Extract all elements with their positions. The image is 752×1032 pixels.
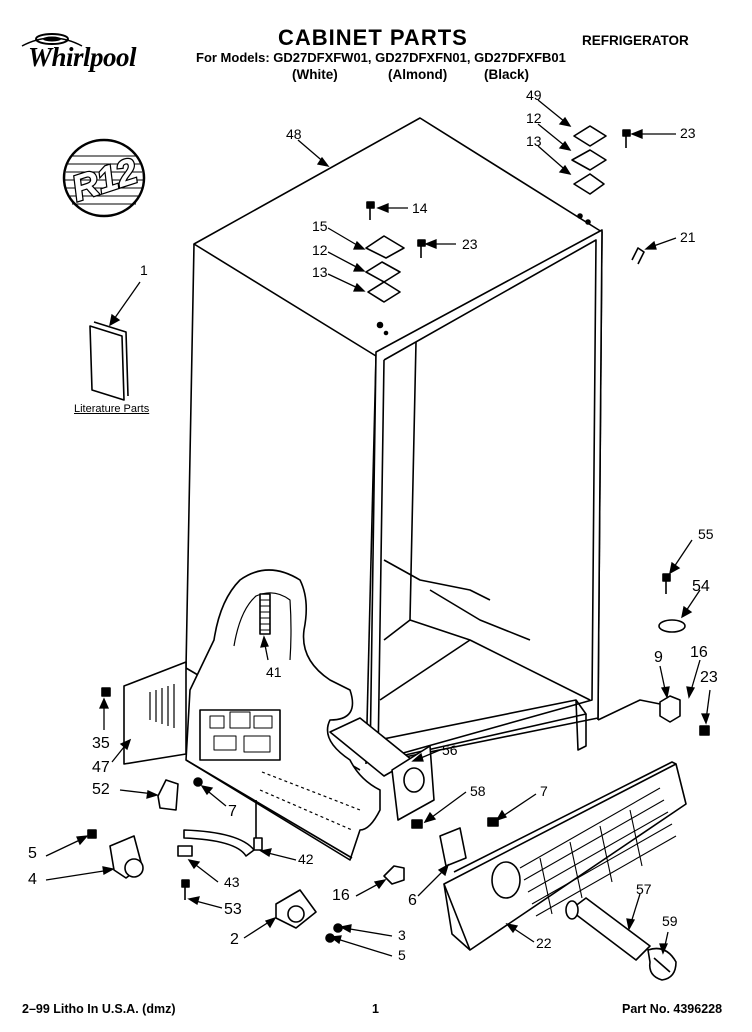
callout-6: 6 <box>408 892 417 909</box>
top-hinge-right <box>572 126 644 264</box>
product-category: REFRIGERATOR <box>582 33 689 48</box>
callout-16-right: 16 <box>690 644 708 661</box>
callout-leaders <box>46 100 710 956</box>
callout-43: 43 <box>224 874 240 890</box>
callout-13-top-right: 13 <box>526 133 542 149</box>
literature-parts-booklet <box>90 322 128 400</box>
clip-16-bottom <box>384 866 404 884</box>
machine-compartment-cutaway <box>186 570 380 860</box>
callout-53: 53 <box>224 901 242 918</box>
callout-21: 21 <box>680 229 696 245</box>
callout-48: 48 <box>286 126 302 142</box>
callout-1: 1 <box>140 262 148 278</box>
callout-57: 57 <box>636 881 652 897</box>
water-filter-housing <box>566 898 676 980</box>
leveling-leg-left <box>88 800 262 900</box>
callout-23-right: 23 <box>700 669 718 686</box>
rear-access-panel <box>102 662 186 764</box>
brand-name: Whirlpool <box>28 42 137 72</box>
cabinet-shell <box>186 118 660 770</box>
callout-58: 58 <box>470 783 486 799</box>
callout-23-top-left: 23 <box>462 236 478 252</box>
callout-54: 54 <box>692 578 710 595</box>
callout-5-left: 5 <box>28 845 37 862</box>
callout-52: 52 <box>92 781 110 798</box>
callout-5-bottom: 5 <box>398 947 406 963</box>
bracket-52 <box>158 778 202 810</box>
color-black: (Black) <box>484 67 530 82</box>
callout-7-right: 7 <box>540 783 548 799</box>
callout-3: 3 <box>398 927 406 943</box>
callout-12-top-left: 12 <box>312 242 328 258</box>
callout-2: 2 <box>230 931 239 948</box>
callout-14: 14 <box>412 200 428 216</box>
callout-16-bottom: 16 <box>332 887 350 904</box>
page-title: CABINET PARTS <box>278 25 468 50</box>
callout-49: 49 <box>526 87 542 103</box>
callout-12-top-right: 12 <box>526 110 542 126</box>
color-white: (White) <box>292 67 338 82</box>
callout-56: 56 <box>442 742 458 758</box>
callout-13-top-left: 13 <box>312 264 328 280</box>
callout-59: 59 <box>662 913 678 929</box>
models-line: For Models: GD27DFXFW01, GD27DFXFN01, GD… <box>196 50 566 65</box>
top-hinge-left <box>366 202 425 302</box>
callout-15: 15 <box>312 218 328 234</box>
callout-22: 22 <box>536 935 552 951</box>
r12-badge: R12 <box>62 138 146 218</box>
callout-35: 35 <box>92 735 110 752</box>
roller-assembly <box>276 890 342 942</box>
callout-23-top-right: 23 <box>680 125 696 141</box>
whirlpool-logo <box>21 33 83 47</box>
literature-parts-label: Literature Parts <box>74 403 150 415</box>
callout-42: 42 <box>298 851 314 867</box>
callout-9: 9 <box>654 649 663 666</box>
callout-55: 55 <box>698 526 714 542</box>
footer-litho: 2–99 Litho In U.S.A. (dmz) <box>22 1002 176 1016</box>
logo-emblem-icon <box>35 33 69 45</box>
front-grille <box>444 762 686 950</box>
callout-47: 47 <box>92 759 110 776</box>
callout-7-left: 7 <box>228 803 237 820</box>
water-valve-bracket <box>330 718 498 866</box>
footer-part-number: Part No. 4396228 <box>622 1002 723 1016</box>
footer-page-number: 1 <box>372 1002 379 1016</box>
color-almond: (Almond) <box>388 67 448 82</box>
callout-41: 41 <box>266 664 282 680</box>
callout-4: 4 <box>28 871 37 888</box>
right-hinge-hardware <box>659 574 709 735</box>
